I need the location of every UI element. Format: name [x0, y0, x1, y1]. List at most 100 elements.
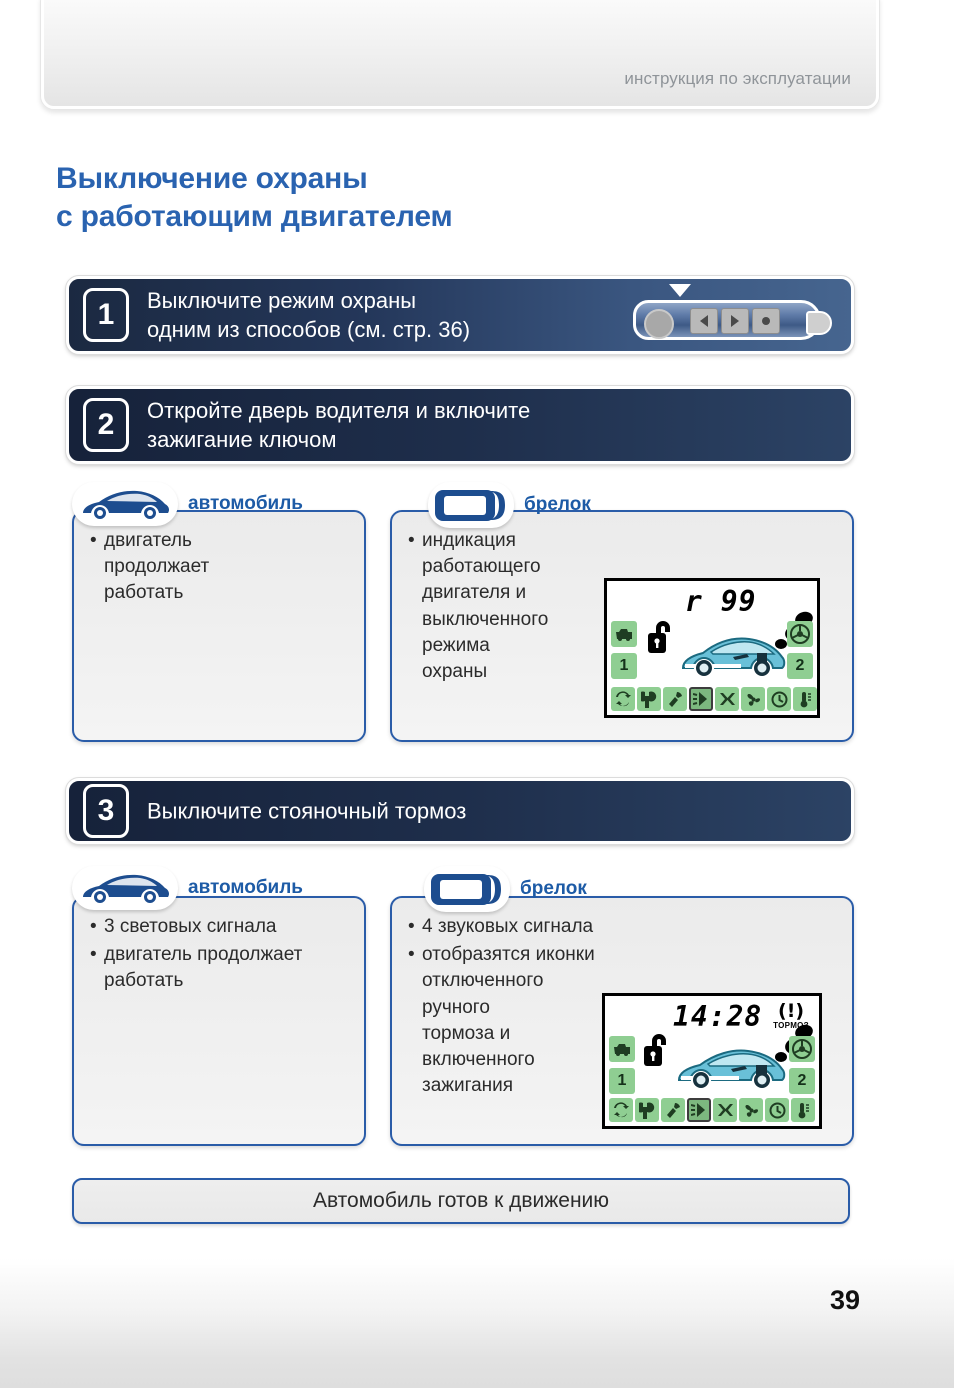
step-text-2: Откройте дверь водителя и включите зажиг…	[147, 397, 531, 452]
lcd-car-icon	[675, 1042, 787, 1099]
badge-fob-2: брелок	[424, 866, 587, 912]
keyfob-button-dot-icon	[752, 308, 780, 334]
page-number: 39	[829, 1285, 860, 1315]
list-item: • индикация работающего двигателя и выкл…	[408, 528, 593, 685]
keyfob-ring-icon	[644, 309, 674, 339]
pointer-triangle-icon	[669, 284, 691, 297]
result-card-car-1: • двигатель продолжает работать	[68, 506, 370, 746]
hammer-icon	[661, 1098, 685, 1122]
final-note-text: Автомобиль готов к движению	[312, 1189, 610, 1212]
zone-2-icon: 2	[789, 1068, 815, 1094]
keyfob-illustration	[633, 284, 833, 344]
brake-label: ТОРМОЗ	[773, 1021, 809, 1030]
badge-car-1: автомобиль	[72, 482, 303, 526]
badge-fob-1: брелок	[428, 482, 591, 528]
bullet-text: отобразятся иконки отключенного ручного …	[422, 944, 595, 1097]
list-item: • двигатель продолжает работать	[90, 528, 354, 607]
badge-car-2-label: автомобиль	[188, 877, 303, 898]
running-head-panel: инструкция по эксплуатации	[40, 0, 880, 110]
bullet-text: 3 световых сигнала	[104, 916, 277, 937]
wrench-icon	[635, 1098, 659, 1122]
thermometer-icon	[793, 687, 817, 711]
clock-icon	[765, 1098, 789, 1122]
running-head-text: инструкция по эксплуатации	[624, 69, 851, 88]
badge-car-1-label: автомобиль	[188, 493, 303, 514]
hammer-icon	[663, 687, 687, 711]
bullet-text: двигатель продолжает работать	[104, 944, 303, 992]
result-fob-2-bullets: • 4 звуковых сигнала • отобразятся иконк…	[408, 914, 608, 1102]
padlock-unlocked-icon	[643, 617, 677, 662]
keyfob-button-left-arrow-icon	[690, 308, 718, 334]
car-icon	[72, 482, 178, 526]
zone-1-icon: 1	[609, 1068, 635, 1094]
bullet-dot-icon: •	[408, 944, 415, 966]
result-car-1-bullets: • двигатель продолжает работать	[90, 528, 354, 609]
keyfob-icon-svg	[435, 490, 505, 521]
wrench-icon	[637, 687, 661, 711]
result-card-car-2: • 3 световых сигнала • двигатель продолж…	[68, 892, 370, 1150]
fob-lcd-display-2: 14:28 (!) ТОРМОЗ 1	[602, 993, 822, 1129]
running-head-inner-border	[41, 0, 879, 109]
car-icon	[72, 866, 178, 910]
lcd-bottom-icon-row-1	[611, 687, 817, 711]
keyfob-icon	[428, 482, 514, 528]
loop-icon	[611, 687, 635, 711]
result-fob-1-bullets: • индикация работающего двигателя и выкл…	[408, 528, 593, 687]
keyfob-buttons	[690, 308, 780, 334]
step-banner-2: 2 Откройте дверь водителя и включите заж…	[65, 385, 855, 465]
page-title-line1: Выключение охраны	[56, 162, 368, 195]
car-icon-svg	[83, 490, 169, 519]
brake-indicator-icon: (!) ТОРМОЗ	[773, 1002, 809, 1031]
lcd-value-1: r 99	[685, 585, 757, 618]
bullet-text: 4 звуковых сигнала	[422, 916, 594, 937]
bullet-dot-icon: •	[408, 916, 415, 937]
keyfob-button-right-arrow-icon	[721, 308, 749, 334]
hazard-icon	[713, 1098, 737, 1122]
list-item: • отобразятся иконки отключенного ручног…	[408, 942, 608, 1099]
step-number-1: 1	[83, 288, 129, 342]
step-number-3: 3	[83, 784, 129, 838]
step-text-1: Выключите режим охраны одним из способов…	[147, 287, 471, 342]
loop-icon	[609, 1098, 633, 1122]
hazard-icon	[715, 687, 739, 711]
page-bottom-band	[0, 1258, 954, 1388]
engine-icon	[609, 1036, 635, 1062]
keyfob-icon-svg	[431, 874, 501, 905]
car-icon-svg	[83, 874, 169, 903]
turbo-icon	[687, 1098, 711, 1122]
bullet-dot-icon: •	[90, 916, 97, 937]
step-number-2: 2	[83, 398, 129, 452]
step-text-3: Выключите стояночный тормоз	[147, 798, 467, 824]
step-banner-3: 3 Выключите стояночный тормоз	[65, 777, 855, 845]
keyfob-tip	[806, 311, 832, 335]
lcd-value-2: 14:28	[673, 1000, 763, 1033]
keyfob-body	[633, 300, 832, 340]
bullet-text: двигатель продолжает работать	[104, 530, 210, 604]
page-title-line2: с работающим двигателем	[56, 200, 453, 234]
steering-wheel-icon	[787, 621, 813, 647]
list-item: • двигатель продолжает работать	[90, 942, 354, 994]
badge-car-2: автомобиль	[72, 866, 303, 910]
engine-icon	[611, 621, 637, 647]
turbo-icon	[689, 687, 713, 711]
fan-icon	[739, 1098, 763, 1122]
page-title: Выключение охраны с работающим двигателе…	[56, 160, 756, 237]
zone-2-icon: 2	[787, 653, 813, 679]
padlock-unlocked-icon	[639, 1030, 673, 1075]
badge-fob-2-label: брелок	[520, 878, 587, 899]
result-car-2-bullets: • 3 световых сигнала • двигатель продолж…	[90, 914, 354, 997]
bullet-text: индикация работающего двигателя и выключ…	[422, 530, 549, 683]
steering-wheel-icon	[789, 1036, 815, 1062]
list-item: • 3 световых сигнала	[90, 914, 354, 940]
fan-icon	[741, 687, 765, 711]
bullet-dot-icon: •	[90, 944, 97, 966]
list-item: • 4 звуковых сигнала	[408, 914, 608, 940]
brake-symbol: (!)	[778, 1000, 805, 1022]
lcd-car-icon	[679, 631, 787, 686]
badge-fob-1-label: брелок	[524, 494, 591, 515]
final-note-box: Автомобиль готов к движению	[68, 1174, 854, 1228]
zone-1-icon: 1	[611, 653, 637, 679]
lcd-bottom-icon-row-2	[609, 1098, 815, 1122]
clock-icon	[767, 687, 791, 711]
fob-lcd-display-1: r 99 1 2	[604, 578, 820, 718]
